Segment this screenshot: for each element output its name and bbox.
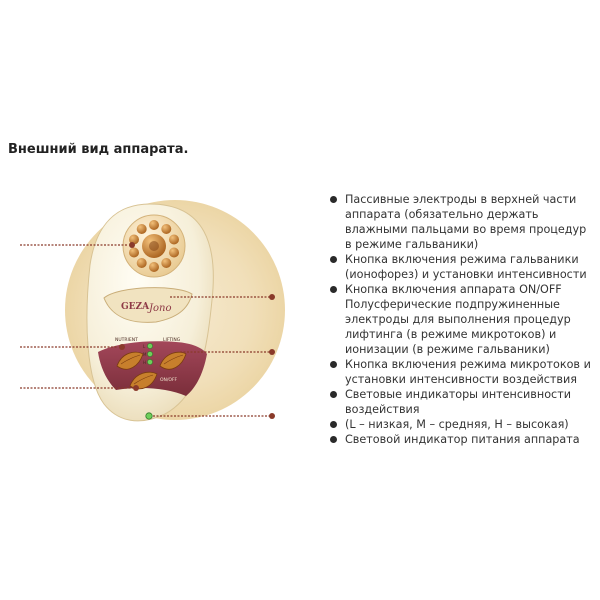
intensity-indicator-l	[147, 343, 153, 349]
svg-text:GEZA: GEZA	[121, 302, 150, 312]
electrode-ball	[161, 258, 172, 268]
label-lifting: LIFTING	[163, 337, 181, 343]
legend-item: Полусферические подпружиненные электроды…	[345, 298, 571, 356]
svg-text:Jono: Jono	[147, 303, 172, 314]
legend-item: (L – низкая, M – средняя, H – высокая)	[329, 417, 595, 432]
electrode-ball	[136, 258, 147, 268]
power-button[interactable]	[129, 371, 158, 390]
electrode-ball	[169, 247, 179, 258]
intensity-indicator-h	[147, 359, 153, 365]
label-onoff: ON/OFF	[160, 377, 178, 383]
legend-item: Кнопка включения режима гальваники (ионо…	[329, 252, 595, 282]
legend-item: Световые индикаторы интенсивности воздей…	[329, 387, 595, 417]
legend-item: Кнопка включения аппарата ON/OFF	[329, 282, 595, 297]
control-band	[98, 341, 207, 396]
electrode-ball	[169, 234, 179, 245]
galvanic-mode-button[interactable]	[116, 351, 144, 370]
electrode-ball	[129, 234, 139, 245]
electrode-ball	[161, 224, 172, 234]
legend-item: Кнопка включения режима микротоков и уст…	[329, 357, 595, 387]
electrode-ball	[136, 224, 147, 234]
legend-item: Пассивные электроды в верхней части аппа…	[329, 192, 595, 252]
page-title: Внешний вид аппарата.	[8, 142, 189, 157]
leader-lines	[20, 244, 272, 417]
electrode-ball	[149, 220, 159, 230]
electrode-ball	[129, 247, 139, 258]
parts-legend: Пассивные электроды в верхней части аппа…	[329, 192, 595, 447]
legend-item: Световой индикатор питания аппарата	[329, 432, 595, 447]
leader-end-power	[269, 413, 275, 419]
brand-logo: GEZA Jono	[103, 287, 193, 323]
microcurrent-mode-button[interactable]	[159, 351, 187, 370]
power-indicator	[145, 412, 153, 420]
device-illustration: GEZA Jono NUTRIENT LIFTING ON/OFF L M H	[20, 200, 285, 422]
passive-electrodes	[122, 214, 186, 278]
label-level-m: M	[143, 352, 147, 357]
leader-end-electrode	[269, 294, 275, 300]
leader-end-indicator	[269, 349, 275, 355]
intensity-indicator-m	[147, 351, 153, 357]
label-level-h: H	[143, 360, 146, 365]
label-nutrient: NUTRIENT	[115, 337, 138, 343]
electrode-ball	[149, 262, 159, 272]
label-level-l: L	[143, 344, 146, 349]
